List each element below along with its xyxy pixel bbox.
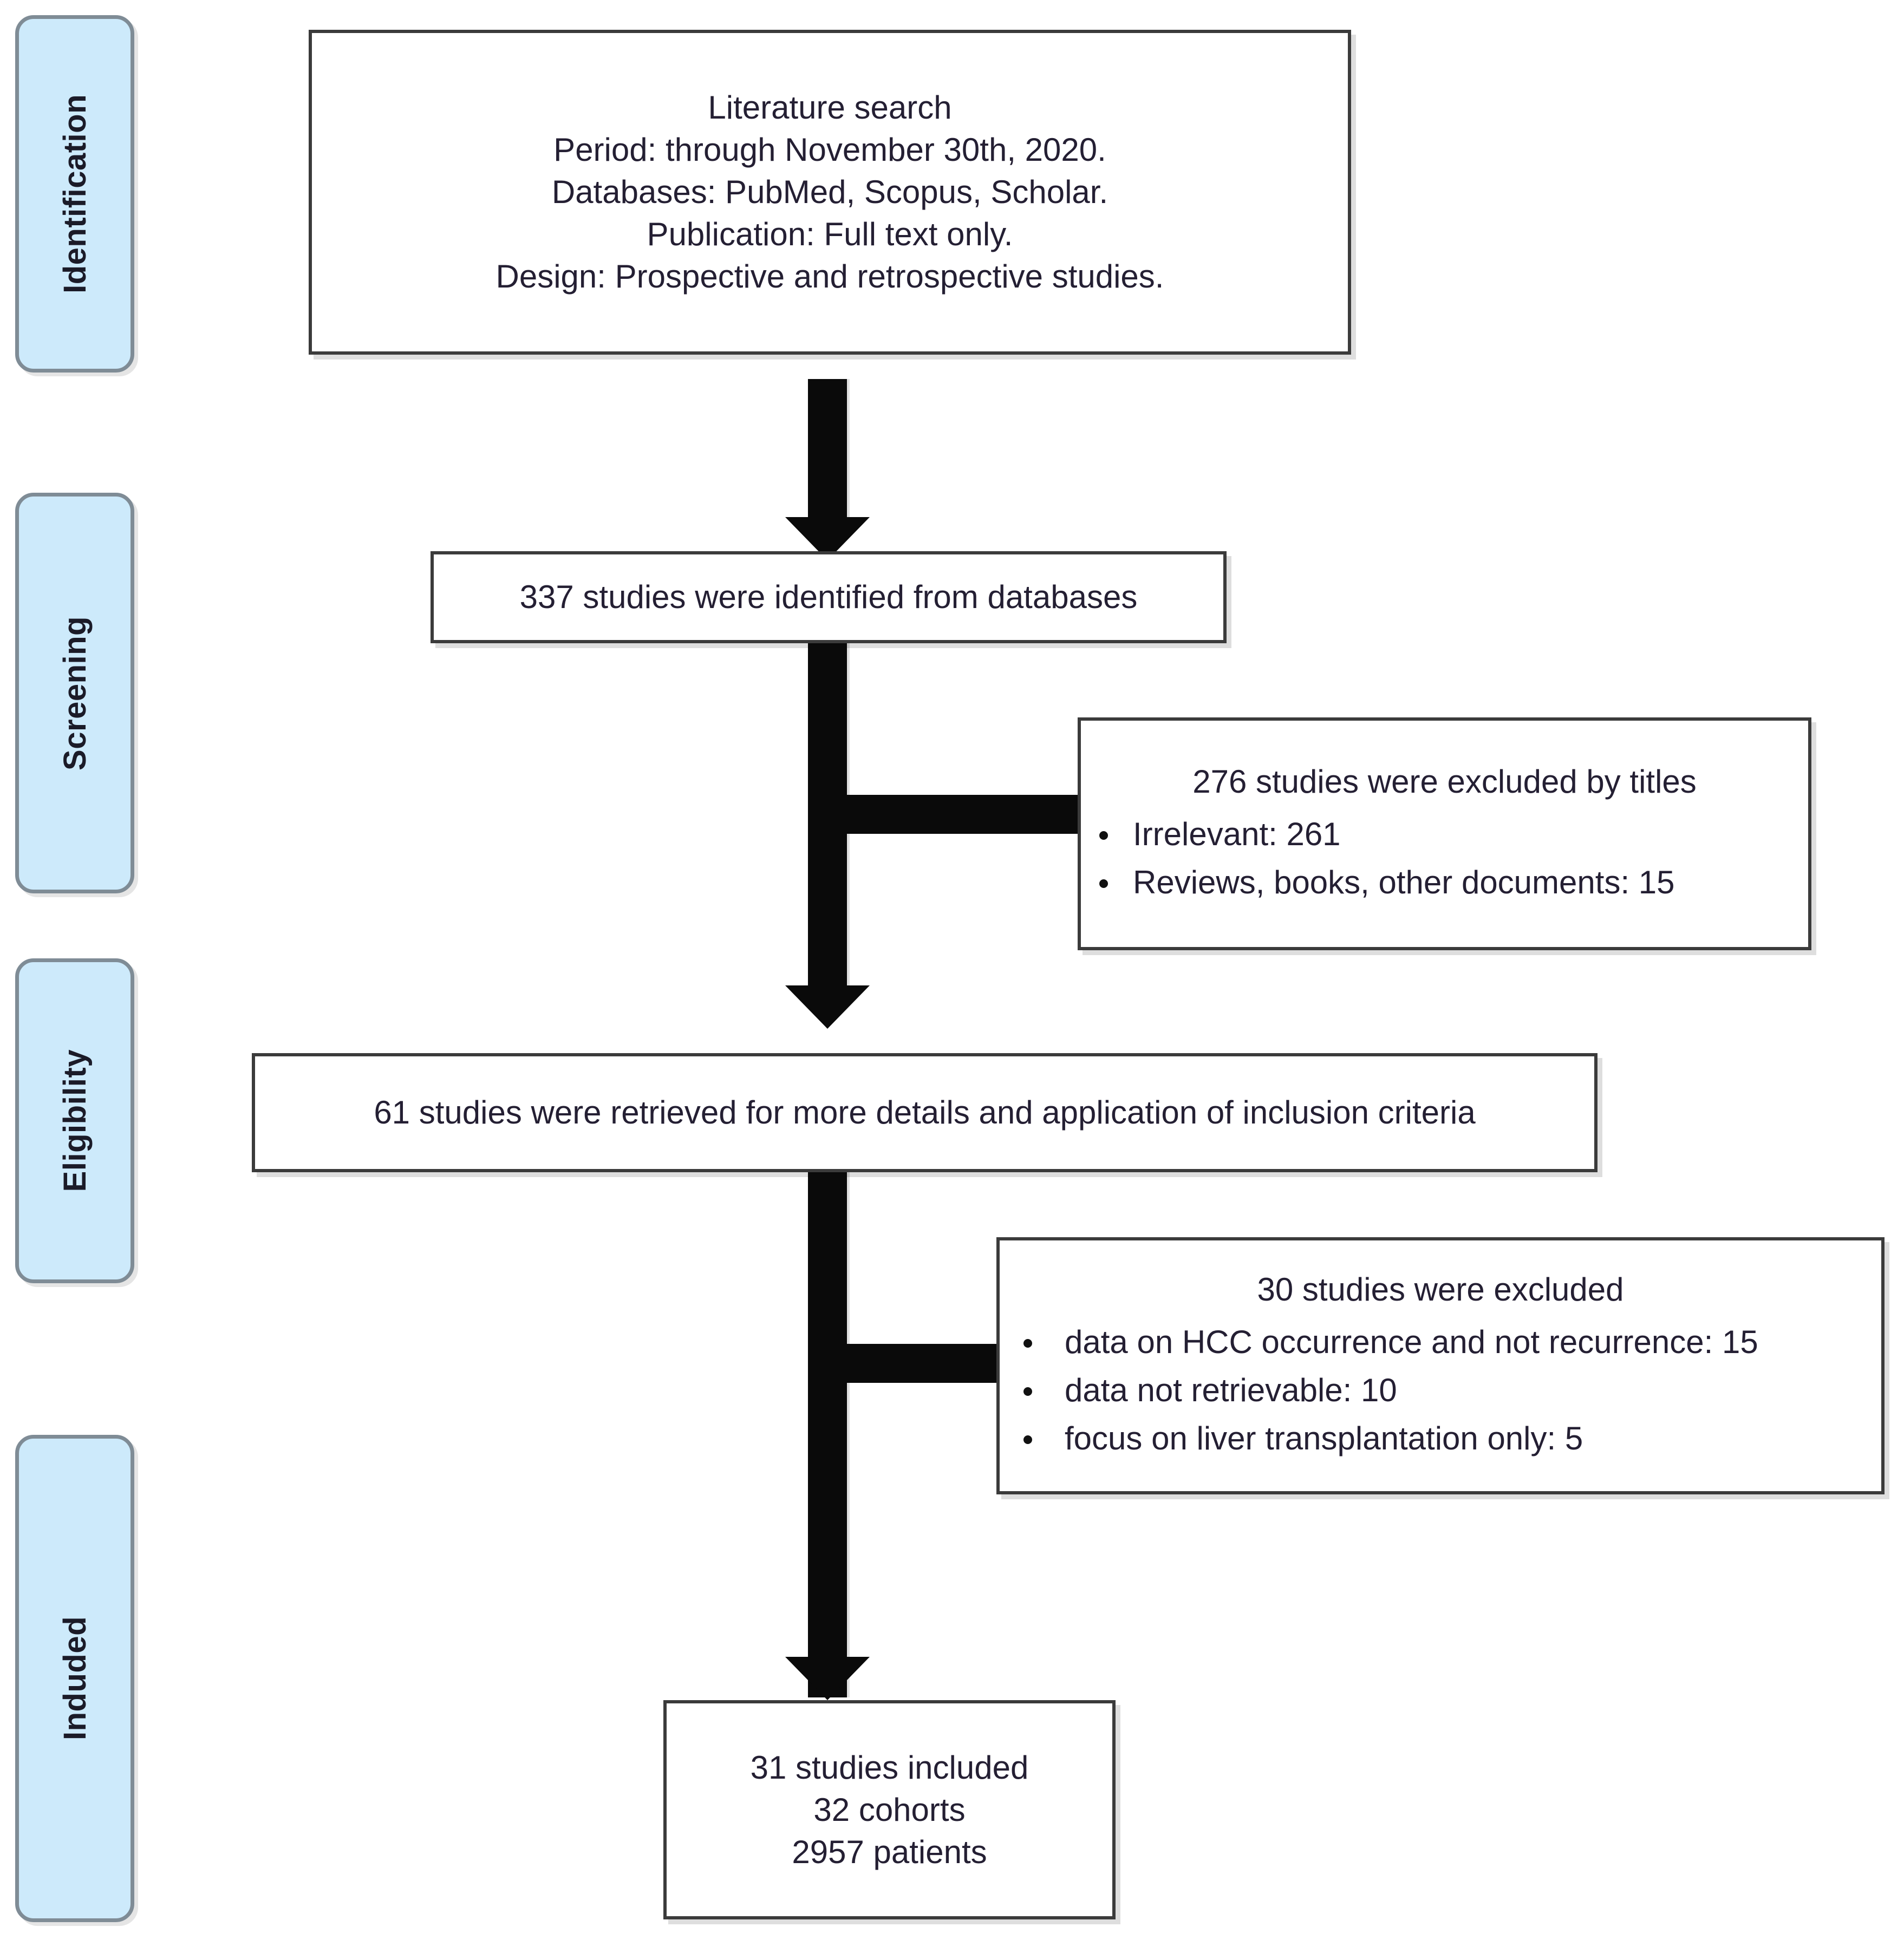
stage-label-included: Induded (57, 1616, 93, 1741)
included-line-1: 31 studies included (750, 1749, 1029, 1786)
box-identified-studies: 337 studies were identified from databas… (431, 551, 1227, 643)
list-item: data not retrievable: 10 (1023, 1367, 1868, 1415)
search-line-5: Design: Prospective and retrospective st… (495, 258, 1164, 295)
arrow-shaft-to-excluded-fulltext (843, 1344, 1000, 1383)
stage-label-screening: Screening (57, 616, 93, 770)
excluded-fulltext-bullet-list: data on HCC occurrence and not recurrenc… (1000, 1318, 1881, 1462)
list-item: Irrelevant: 261 (1099, 811, 1795, 859)
box-excluded-fulltext: 30 studies were excluded data on HCC occ… (996, 1237, 1885, 1494)
included-line-2: 32 cohorts (813, 1791, 966, 1828)
stage-chip-screening: Screening (15, 493, 134, 893)
stage-chip-included: Induded (15, 1435, 134, 1922)
arrow-head-identified-to-retrieved (785, 985, 870, 1029)
search-line-4: Publication: Full text only. (647, 216, 1013, 252)
stage-chip-identification: Identification (15, 15, 134, 373)
arrow-shaft-identified-to-retrieved (808, 643, 847, 988)
stage-label-eligibility: Eligibility (57, 1049, 93, 1192)
arrow-shaft-search-to-identified (808, 379, 847, 519)
list-item: Reviews, books, other documents: 15 (1099, 859, 1795, 907)
excluded-fulltext-heading: 30 studies were excluded (1257, 1271, 1624, 1308)
arrow-shaft-retrieved-to-included (808, 1172, 847, 1697)
identified-text: 337 studies were identified from databas… (519, 579, 1138, 615)
list-item: focus on liver transplantation only: 5 (1023, 1415, 1868, 1463)
box-included-studies: 31 studies included 32 cohorts 2957 pati… (663, 1700, 1116, 1919)
excluded-titles-bullet-list: Irrelevant: 261 Reviews, books, other do… (1081, 811, 1808, 907)
arrow-head-retrieved-to-included (785, 1657, 870, 1700)
box-literature-search: Literature search Period: through Novemb… (309, 30, 1351, 355)
included-line-3: 2957 patients (792, 1833, 987, 1870)
retrieved-text: 61 studies were retrieved for more detai… (374, 1094, 1476, 1131)
stage-label-identification: Identification (57, 94, 93, 293)
box-excluded-by-titles: 276 studies were excluded by titles Irre… (1078, 717, 1811, 950)
list-item: data on HCC occurrence and not recurrenc… (1023, 1318, 1868, 1367)
arrow-shaft-to-excluded-titles (843, 795, 1081, 834)
stage-chip-eligibility: Eligibility (15, 958, 134, 1283)
search-line-2: Period: through November 30th, 2020. (553, 132, 1106, 168)
excluded-titles-heading: 276 studies were excluded by titles (1192, 763, 1697, 800)
box-retrieved-studies: 61 studies were retrieved for more detai… (252, 1053, 1597, 1172)
search-line-3: Databases: PubMed, Scopus, Scholar. (551, 174, 1109, 210)
search-line-1: Literature search (708, 89, 952, 126)
